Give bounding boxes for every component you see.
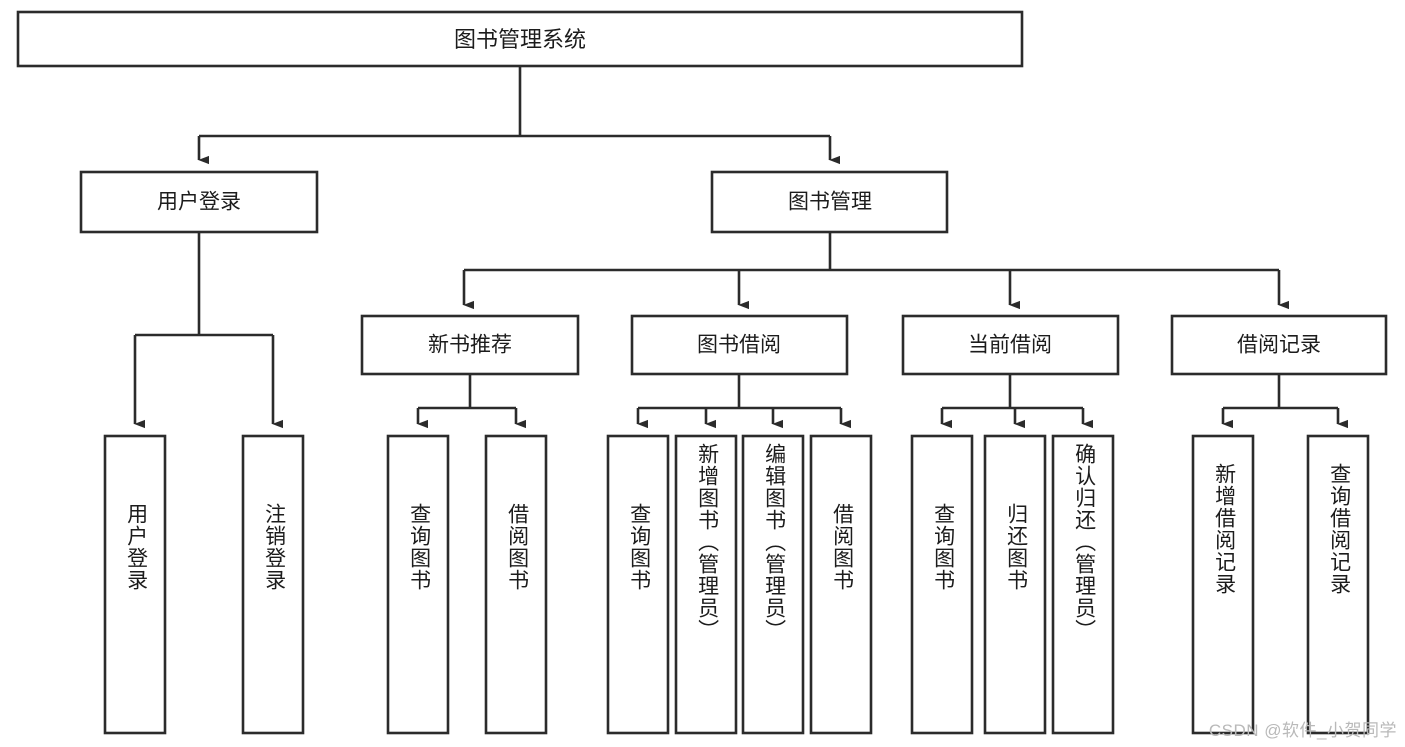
connector-group-new-book-rec [416, 374, 527, 429]
node-current-borrow-rect [901, 314, 1120, 376]
node-borrow-record-label: 借阅记录 [1237, 334, 1321, 357]
node-leaf-add-book-rect[interactable] [674, 434, 738, 735]
node-root[interactable]: 图书管理系统 [16, 10, 1024, 68]
node-leaf-query-record-rect[interactable] [1306, 434, 1370, 735]
node-book-manage[interactable]: 图书管理 [710, 170, 949, 234]
node-root-rect [16, 10, 1024, 68]
node-user-login[interactable]: 用户登录 [79, 170, 319, 234]
node-current-borrow-label: 当前借阅 [968, 334, 1052, 357]
node-borrow-record[interactable]: 借阅记录 [1170, 314, 1388, 376]
node-user-login-label: 用户登录 [157, 191, 241, 214]
node-leaf-return-book-rect[interactable] [983, 434, 1047, 735]
connector-group-current-borrow [940, 374, 1094, 429]
node-new-book-rec-rect [360, 314, 580, 376]
node-leaf-user-login-rect[interactable] [103, 434, 167, 735]
node-leaf-borrow-book-2-rect[interactable] [809, 434, 873, 735]
connector-group-book-manage [462, 232, 1290, 310]
node-book-manage-rect [710, 170, 949, 234]
node-book-manage-label: 图书管理 [788, 191, 872, 214]
node-leaf-confirm-return-rect[interactable] [1051, 434, 1115, 735]
node-book-borrow-rect [630, 314, 849, 376]
node-leaf-query-book-1-rect[interactable] [386, 434, 450, 735]
node-leaf-edit-book-rect[interactable] [741, 434, 805, 735]
node-leaf-user-logout-rect[interactable] [241, 434, 305, 735]
node-current-borrow[interactable]: 当前借阅 [901, 314, 1120, 376]
connector-group-user-login [133, 232, 284, 429]
connector-group-borrow-record [1221, 374, 1349, 429]
node-book-borrow-label: 图书借阅 [697, 334, 781, 357]
node-new-book-rec[interactable]: 新书推荐 [360, 314, 580, 376]
csdn-watermark: CSDN @软件_小贺同学 [1208, 721, 1397, 740]
node-book-borrow[interactable]: 图书借阅 [630, 314, 849, 376]
connector-group-root [197, 66, 841, 165]
node-leaf-query-book-2-rect[interactable] [606, 434, 670, 735]
node-user-login-rect [79, 170, 319, 234]
node-leaf-add-record-rect[interactable] [1191, 434, 1255, 735]
node-new-book-rec-label: 新书推荐 [428, 334, 512, 357]
node-root-label: 图书管理系统 [454, 27, 586, 52]
node-leaf-borrow-book-1-rect[interactable] [484, 434, 548, 735]
connector-group-book-borrow [636, 374, 852, 429]
node-borrow-record-rect [1170, 314, 1388, 376]
node-leaf-query-book-3-rect[interactable] [910, 434, 974, 735]
leaf-nodes-group [103, 434, 1370, 735]
